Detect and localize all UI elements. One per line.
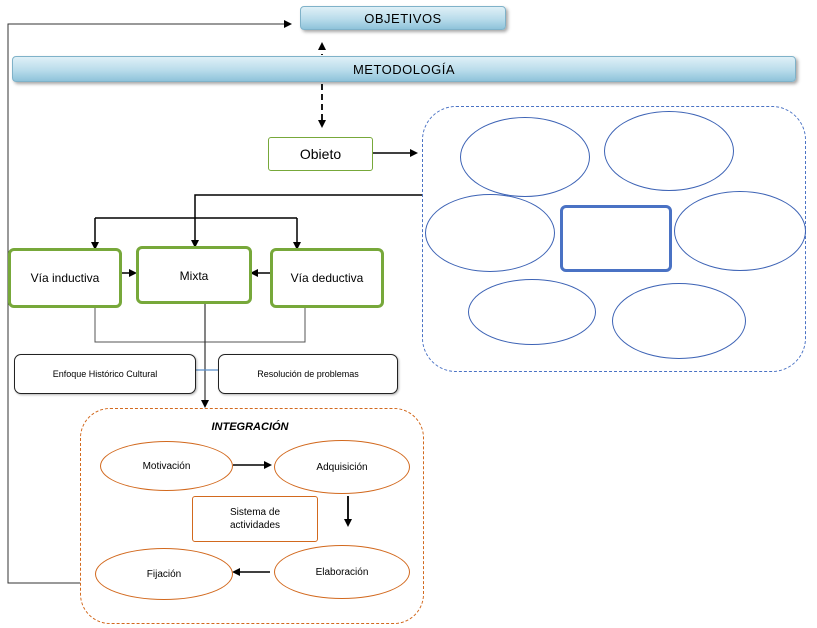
sistema-actividades-label: Sistema de actividades <box>229 506 281 532</box>
sistema-actividades-box: Sistema de actividades <box>192 496 318 542</box>
oval-motivacion-label: Motivación <box>142 460 191 472</box>
oval-formas <box>674 191 806 271</box>
oval-fijacion: Fijación <box>95 548 233 600</box>
via-inductiva-box: Vía inductiva <box>8 248 122 308</box>
oval-fijacion-label: Fijación <box>146 568 182 580</box>
bracket-vias <box>94 308 306 343</box>
toma-decision-box <box>560 205 672 272</box>
concept-cluster-frame <box>422 106 806 372</box>
oval-elaboracion: Elaboración <box>274 545 410 599</box>
oval-elaboracion-label: Elaboración <box>315 566 369 578</box>
oval-motivacion: Motivación <box>100 441 233 491</box>
line-cluster-to-vias <box>194 194 423 218</box>
via-deductiva-label: Vía deductiva <box>290 271 364 285</box>
objetivos-label: OBJETIVOS <box>364 10 442 26</box>
metodologia-label: METODOLOGÍA <box>352 61 456 77</box>
resolucion-problemas-box: Resolución de problemas <box>218 354 398 394</box>
mixta-label: Mixta <box>179 269 209 283</box>
metodologia-bar: METODOLOGÍA <box>12 56 796 82</box>
oval-diagnostico <box>612 283 746 359</box>
integracion-frame <box>80 408 424 624</box>
via-deductiva-box: Vía deductiva <box>270 248 384 308</box>
mixta-box: Mixta <box>136 246 252 304</box>
oval-adquisicion: Adquisición <box>274 440 410 494</box>
integracion-title: INTEGRACIÓN <box>211 421 289 433</box>
enfoque-historico-box: Enfoque Histórico Cultural <box>14 354 196 394</box>
via-inductiva-label: Vía inductiva <box>30 271 100 285</box>
objeto-box: Obieto <box>268 137 373 171</box>
oval-adquisicion-label: Adquisición <box>316 461 368 473</box>
oval-evolucion <box>460 117 590 197</box>
objetivos-bar: OBJETIVOS <box>300 6 506 30</box>
objeto-label: Obieto <box>299 146 342 162</box>
oval-relacion <box>468 279 596 345</box>
enfoque-historico-label: Enfoque Histórico Cultural <box>52 369 158 379</box>
oval-tipo <box>604 111 734 191</box>
resolucion-problemas-label: Resolución de problemas <box>257 369 359 379</box>
oval-aplicaciones <box>425 194 555 272</box>
